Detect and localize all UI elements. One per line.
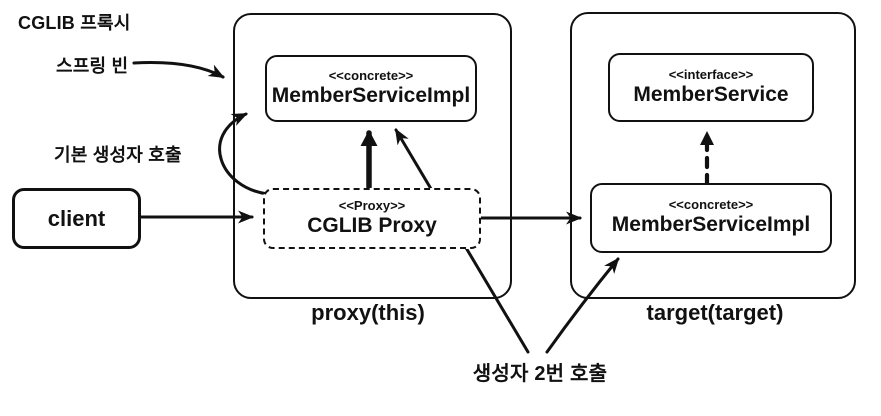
proxy-group-label: proxy(this)	[311, 300, 425, 325]
proxy-member-service-impl-name: MemberServiceImpl	[271, 83, 471, 107]
spring-bean-to-proxy-arrow	[132, 61, 225, 79]
default-constructor-label: 기본 생성자 호출	[54, 145, 182, 165]
member-service-interface-node: <<interface>> MemberService	[608, 53, 814, 122]
cglib-proxy-stereotype: <<Proxy>>	[338, 197, 406, 213]
diagram-title: CGLIB 프록시	[18, 13, 131, 33]
target-member-service-impl-node: <<concrete>> MemberServiceImpl	[590, 183, 832, 253]
target-group-label: target(target)	[646, 300, 784, 325]
constructor-twice-label: 생성자 2번 호출	[472, 363, 608, 385]
target-member-service-impl-name: MemberServiceImpl	[611, 213, 811, 237]
member-service-interface-stereotype: <<interface>>	[668, 66, 754, 82]
proxy-group-box	[233, 13, 512, 299]
spring-bean-label: 스프링 빈	[56, 56, 129, 76]
proxy-member-service-impl-stereotype: <<concrete>>	[328, 67, 414, 83]
proxy-member-service-impl-node: <<concrete>> MemberServiceImpl	[265, 55, 477, 122]
client-node: client	[12, 188, 141, 249]
target-group-box	[570, 12, 856, 299]
cglib-proxy-name: CGLIB Proxy	[307, 213, 437, 237]
target-member-service-impl-stereotype: <<concrete>>	[668, 197, 754, 213]
client-node-label: client	[47, 205, 106, 231]
member-service-interface-name: MemberService	[633, 82, 789, 106]
cglib-proxy-node: <<Proxy>> CGLIB Proxy	[263, 188, 481, 249]
